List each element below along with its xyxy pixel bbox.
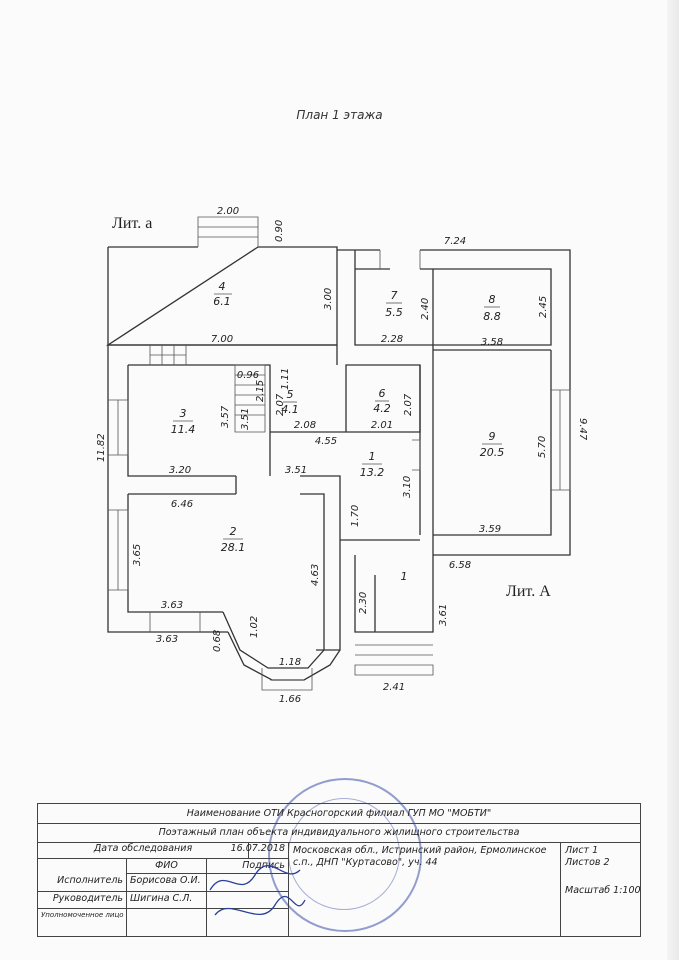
dimension-label: 2.01 [371,420,393,431]
head-name: Шигина С.Л. [126,892,206,909]
dimension-label: 3.51 [285,465,307,476]
sheet-number: Лист 1 [565,845,599,856]
authorized-signature [206,909,288,936]
room-number: 5 [287,388,294,401]
title-block: Наименование ОТИ Красногорский филиал ГУ… [37,803,641,937]
lit-a-label: Лит. а [112,215,152,232]
room-area: 20.5 [480,446,505,459]
room-area: 6.1 [213,295,231,308]
room-area: 28.1 [221,541,246,554]
dimension-label: 2.30 [358,592,369,614]
room-number: 7 [391,289,398,302]
dimension-label: 9.47 [577,418,588,441]
dimensions: 2.00 0.90 7.24 3.00 2.40 2.45 7.00 2.28 … [96,206,588,705]
authorized-label: Уполномоченное лицо [41,911,124,919]
room-number: 1 [401,570,408,583]
authorized-name [126,909,206,936]
dimension-label: 3.51 [240,408,251,430]
doc-row: Поэтажный план объекта индивидуального ж… [38,823,640,843]
dimension-label: 1.11 [280,368,291,390]
room-number: 8 [489,293,496,306]
dimension-label: 3.58 [481,337,503,348]
dimension-label: 3.63 [156,634,178,645]
org-name: Наименование ОТИ Красногорский филиал ГУ… [186,808,492,819]
room-area: 4.1 [281,403,299,416]
dimension-label: 11.82 [96,433,107,462]
address: Московская обл., Истринский район, Ермол… [288,842,560,936]
dimension-label: 1.66 [279,694,301,705]
dimension-label: 2.41 [383,682,405,693]
dimension-label: 2.00 [217,206,239,217]
dimension-label: 3.00 [323,288,334,310]
dimension-label: 2.40 [420,298,431,320]
executor-label: Исполнитель [38,874,126,892]
org-row: Наименование ОТИ Красногорский филиал ГУ… [38,804,640,824]
room-labels: 4 6.1 7 5.5 8 8.8 3 11.4 5 4.1 6 4.2 1 1… [171,280,505,583]
dimension-label: 3.65 [132,544,143,566]
sign-header: Подпись [206,859,288,874]
dimension-label: 2.08 [294,420,316,431]
dimension-label: 1.02 [249,616,260,638]
dimension-label: 3.61 [438,604,449,626]
dimension-label: 6.46 [171,499,193,510]
room-area: 13.2 [360,466,385,479]
survey-date: 16.07.2018 [208,842,288,859]
room-area: 5.5 [385,306,403,319]
dimension-label: 3.63 [161,600,183,611]
doc-name: Поэтажный план объекта индивидуального ж… [158,827,520,838]
room-number: 6 [379,387,386,400]
room-area: 11.4 [171,423,196,436]
dimension-label: 7.24 [444,236,466,247]
date-label: Дата обследования [38,842,248,859]
head-signature [206,892,288,909]
room-number: 1 [369,450,376,463]
dimension-label: 3.20 [169,465,191,476]
walls [105,216,571,691]
signature-scribble [209,865,306,916]
room-number: 2 [230,525,237,538]
dimension-label: 2.28 [381,334,403,345]
dimension-label: 1.70 [350,505,361,527]
lit-A-label: Лит. А [506,583,551,600]
fio-header: ФИО [126,859,206,874]
page-edge [667,0,679,960]
dimension-label: 7.00 [211,334,233,345]
room-area: 8.8 [483,310,501,323]
dimension-label: 0.68 [212,630,223,652]
room-number: 4 [219,280,226,293]
room-number: 3 [180,407,187,420]
dimension-label: 3.57 [220,405,231,428]
dimension-label: 3.59 [479,524,501,535]
executor-signature [206,874,288,892]
dimension-label: 2.15 [255,380,266,402]
sheet-info: Лист 1 Листов 2 Масштаб 1:100 [560,842,640,936]
plan-title: План 1 этажа [296,108,383,122]
sheet-count: Листов 2 [565,857,610,868]
dimension-label: 0.96 [237,370,259,381]
dimension-label: 4.55 [315,436,337,447]
dimension-label: 5.70 [537,436,548,458]
room-number: 9 [489,430,496,443]
dimension-label: 6.58 [449,560,471,571]
dimension-label: 2.07 [275,393,286,416]
dimension-label: 2.45 [538,296,549,318]
dimension-label: 2.07 [403,393,414,416]
dimension-label: 0.90 [274,220,285,242]
dimension-label: 4.63 [310,564,321,586]
head-label: Руководитель [38,892,126,909]
scale: Масштаб 1:100 [565,885,640,896]
executor-name: Борисова О.И. [126,874,206,892]
room-area: 4.2 [373,402,391,415]
dimension-label: 3.10 [402,476,413,498]
dimension-label: 1.18 [279,657,301,668]
